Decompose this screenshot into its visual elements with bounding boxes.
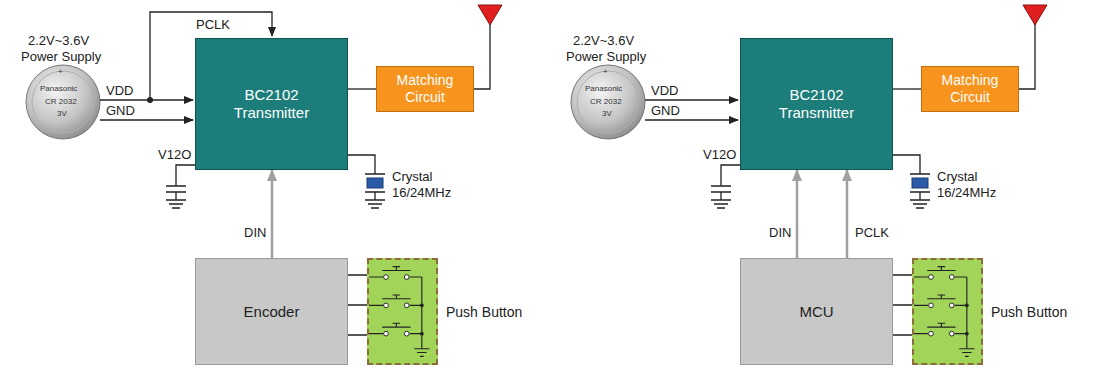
supply-voltage: 2.2V~3.6V [28, 34, 89, 49]
signal-arrow [271, 170, 274, 258]
pin-name: V12O [703, 148, 736, 163]
block-label: BC2102 Transmitter [769, 86, 865, 122]
battery-terminal: + [603, 67, 608, 76]
pin-name: VDD [651, 84, 678, 99]
pin-name: GND [106, 104, 135, 119]
supply-label: Power Supply [21, 50, 101, 65]
push-button-symbols [369, 260, 436, 363]
battery-terminal: + [58, 67, 63, 76]
signal-name: DIN [768, 226, 792, 241]
transmitter-block: BC2102 Transmitter [740, 38, 893, 170]
push-button-symbols [914, 260, 981, 363]
battery-brand: Panasonic [40, 84, 77, 93]
block-label: Matching Circuit [933, 72, 1007, 106]
part-name: Crystal [392, 170, 432, 185]
battery-model: CR 2032 [590, 97, 622, 106]
signal-arrow [846, 170, 849, 258]
signal-name: PCLK [196, 18, 230, 33]
battery-voltage: 3V [57, 109, 67, 118]
transmitter-block: BC2102 Transmitter [195, 38, 348, 170]
pin-name: VDD [106, 84, 133, 99]
group-label: Push Button [991, 303, 1067, 320]
supply-label: Power Supply [566, 50, 646, 65]
left-circuit-parts [26, 5, 502, 208]
mcu-block: MCU [740, 258, 893, 365]
matching-circuit: Matching Circuit [921, 66, 1019, 112]
wire [348, 88, 376, 89]
junction-dot [147, 97, 153, 103]
right-circuit-parts [571, 5, 1047, 208]
battery-voltage: 3V [602, 109, 612, 118]
matching-circuit: Matching Circuit [376, 66, 474, 112]
block-label: Matching Circuit [388, 72, 462, 106]
block-label: Encoder [244, 303, 300, 321]
push-button-group: Push Button [912, 258, 983, 365]
signal-name: PCLK [854, 226, 890, 241]
pin-name: V12O [158, 148, 191, 163]
signal-name: DIN [243, 226, 267, 241]
wire [348, 275, 367, 335]
part-value: 16/24MHz [392, 186, 451, 201]
group-label: Push Button [446, 303, 522, 320]
encoder-block: Encoder [195, 258, 348, 365]
wire [893, 275, 912, 335]
push-button-group: Push Button [367, 258, 438, 365]
block-label: MCU [799, 303, 833, 321]
battery-model: CR 2032 [45, 97, 77, 106]
battery-brand: Panasonic [585, 84, 622, 93]
signal-arrow [796, 170, 799, 258]
supply-voltage: 2.2V~3.6V [573, 34, 634, 49]
wire [893, 88, 921, 89]
part-value: 16/24MHz [937, 186, 996, 201]
part-name: Crystal [937, 170, 977, 185]
pin-name: GND [651, 104, 680, 119]
block-label: BC2102 Transmitter [224, 86, 320, 122]
